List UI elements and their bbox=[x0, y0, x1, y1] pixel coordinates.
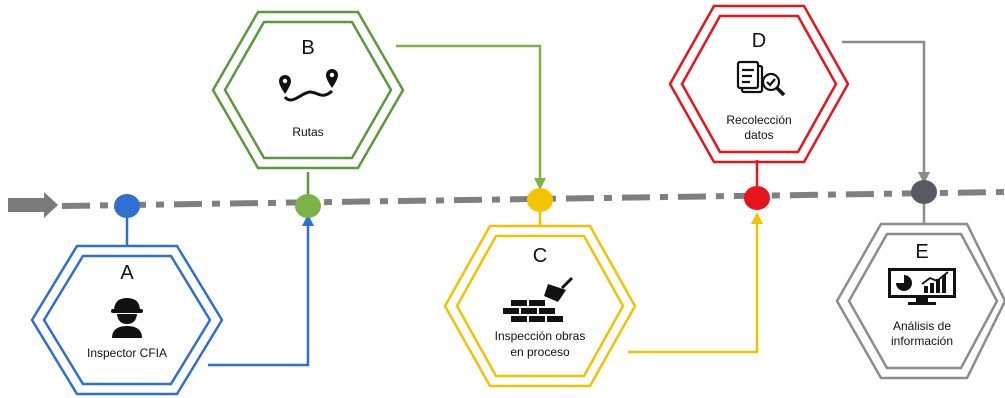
arrowhead-b-c bbox=[534, 178, 546, 190]
stage-e: E Análisis de información bbox=[835, 222, 1005, 380]
stage-b: B Rutas bbox=[211, 10, 405, 170]
node-e bbox=[911, 180, 937, 204]
route-icon bbox=[279, 69, 338, 102]
stage-c-label-line1: Inspección obras bbox=[495, 329, 586, 343]
stage-a-label-line1: Inspector CFIA bbox=[87, 346, 167, 360]
documents-check-icon bbox=[736, 60, 786, 97]
node-a bbox=[114, 194, 140, 218]
arrowhead-a-b bbox=[302, 214, 314, 226]
hexagon-e-inner bbox=[847, 232, 999, 370]
stage-e-letter: E bbox=[915, 241, 928, 263]
hexagon-e-outer bbox=[835, 222, 1005, 380]
hexagon-b-inner bbox=[223, 20, 393, 160]
arrowhead-c-d bbox=[751, 212, 763, 224]
bricks-trowel-icon bbox=[503, 276, 574, 322]
analytics-monitor-icon bbox=[888, 268, 956, 305]
connector-a-to-b bbox=[208, 222, 310, 367]
stage-d-label-line2: datos bbox=[744, 128, 773, 142]
hexagon-d-inner bbox=[680, 14, 838, 154]
stage-a-letter: A bbox=[120, 262, 134, 284]
node-d bbox=[744, 186, 770, 210]
connectors bbox=[125, 40, 930, 367]
node-c bbox=[527, 188, 553, 212]
stage-c-letter: C bbox=[533, 245, 547, 267]
arrowhead-d-e bbox=[918, 172, 930, 184]
stage-d-label-line1: Recolección bbox=[726, 113, 791, 127]
stage-c: C Inspección obras en proceso bbox=[443, 224, 637, 388]
timeline-nodes bbox=[114, 180, 937, 218]
stage-c-label-line2: en proceso bbox=[510, 345, 570, 359]
start-arrow-icon bbox=[8, 192, 58, 218]
stage-e-label-line1: Análisis de bbox=[893, 319, 951, 333]
connector-d-to-e bbox=[842, 40, 926, 176]
stage-b-letter: B bbox=[301, 37, 314, 59]
node-b bbox=[295, 194, 321, 218]
connector-c-to-d bbox=[628, 220, 759, 354]
connector-b-to-c bbox=[396, 44, 542, 182]
stage-d: D Recolección datos bbox=[668, 4, 850, 164]
inspector-icon bbox=[111, 298, 143, 338]
hexagon-a-inner bbox=[42, 254, 212, 386]
hexagon-b-outer bbox=[211, 10, 405, 170]
stage-b-label-line1: Rutas bbox=[292, 125, 323, 139]
stage-d-letter: D bbox=[752, 30, 766, 52]
hexagon-a-outer bbox=[30, 244, 224, 396]
stage-e-label-line2: información bbox=[891, 334, 953, 348]
hexagon-c-inner bbox=[455, 234, 625, 378]
hexagon-d-outer bbox=[668, 4, 850, 164]
stage-a: A Inspector CFIA bbox=[30, 244, 224, 396]
timeline bbox=[8, 189, 1005, 218]
hexagon-c-outer bbox=[443, 224, 637, 388]
